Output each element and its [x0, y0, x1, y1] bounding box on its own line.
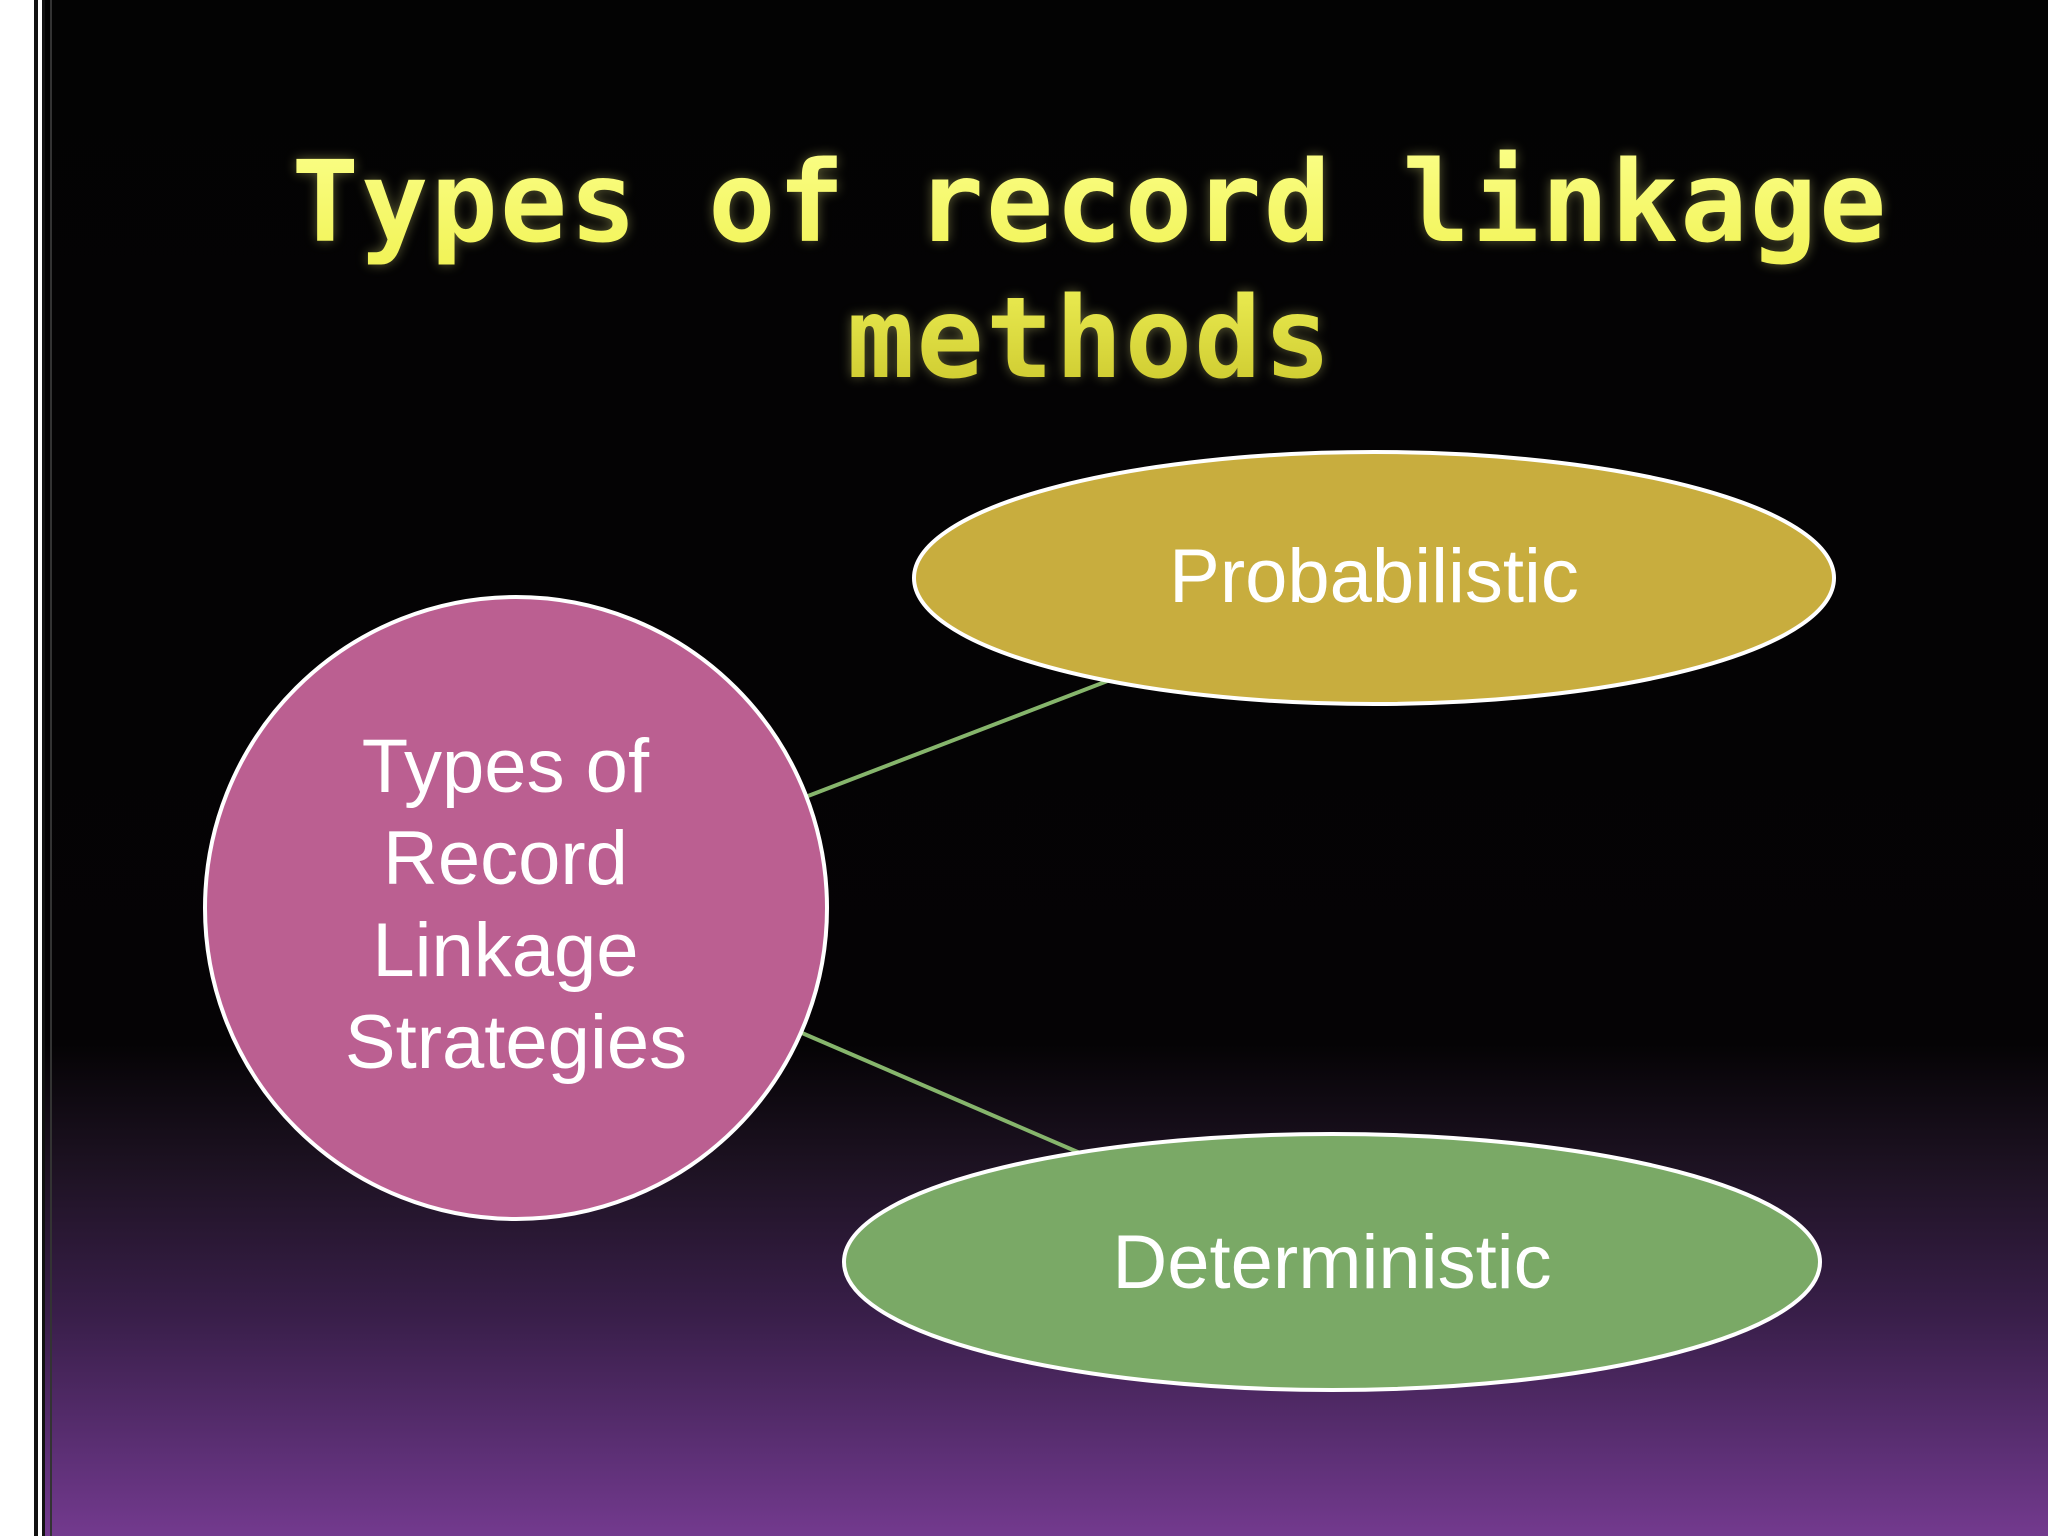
- deterministic-label: Deterministic: [1112, 1220, 1551, 1305]
- center-node: [203, 595, 829, 1221]
- center-label: Types of Record Linkage Strategies: [345, 724, 687, 1085]
- center-label-line: Types of: [362, 724, 650, 809]
- margin-line: [50, 0, 52, 1536]
- connector-deterministic: [801, 1031, 1081, 1155]
- center-label-line: Linkage: [372, 908, 638, 993]
- connector-probabilistic: [807, 678, 1111, 798]
- probabilistic-node: [912, 450, 1836, 706]
- deterministic-node: [842, 1132, 1822, 1392]
- margin-line: [42, 0, 45, 1536]
- center-label-line: Record: [383, 816, 628, 901]
- margin-line: [34, 0, 38, 1536]
- center-label-line: Strategies: [345, 1000, 687, 1085]
- probabilistic-label: Probabilistic: [1169, 534, 1579, 619]
